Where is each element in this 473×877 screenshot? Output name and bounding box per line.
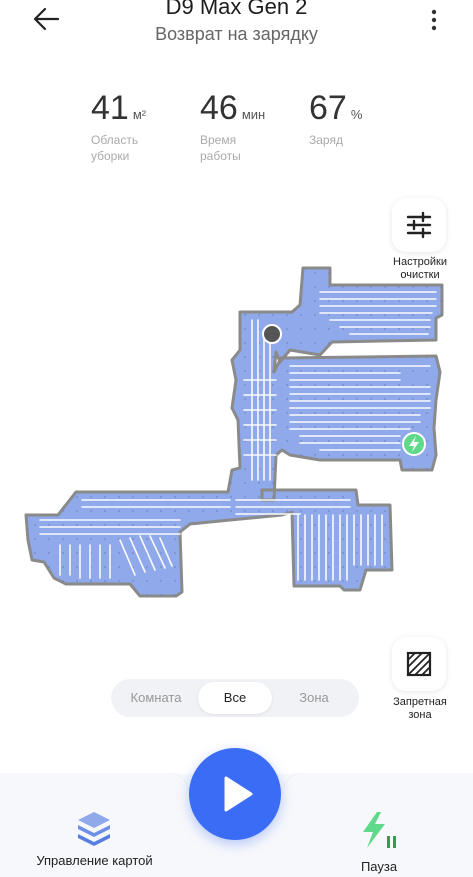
pause-label: Пауза xyxy=(360,859,398,874)
stat-area-label: Область уборки xyxy=(91,133,139,163)
no-go-zone-button[interactable] xyxy=(392,637,446,691)
robot-position-icon xyxy=(262,324,282,344)
play-icon xyxy=(224,776,253,812)
stat-charge-unit: % xyxy=(350,107,363,122)
cleaning-settings-button[interactable] xyxy=(392,198,446,252)
more-vertical-icon xyxy=(431,9,437,31)
lightning-pause-icon xyxy=(363,812,396,848)
start-cleaning-button[interactable] xyxy=(189,748,281,840)
stat-time-label: Время работы xyxy=(200,133,241,163)
mode-room-tab[interactable]: Комната xyxy=(130,690,182,705)
cleaning-map[interactable] xyxy=(0,250,473,610)
stat-charge-value: 67 xyxy=(309,89,347,127)
cleaning-settings-label: Настройки очистки xyxy=(393,256,447,281)
device-title: D9 Max Gen 2 xyxy=(165,0,308,19)
sliders-icon xyxy=(406,211,432,239)
map-canvas xyxy=(24,266,444,598)
stat-time-unit: мин xyxy=(241,107,266,122)
arrow-left-icon xyxy=(33,7,60,31)
mode-zone-tab[interactable]: Зона xyxy=(299,690,329,705)
no-go-zone-icon xyxy=(406,651,432,677)
pause-button[interactable]: Пауза xyxy=(343,808,415,874)
map-management-button[interactable]: Управление картой xyxy=(22,808,167,870)
map-management-label: Управление картой xyxy=(36,853,153,868)
stat-battery: 67% Заряд xyxy=(309,90,362,148)
more-menu-button[interactable] xyxy=(424,8,444,34)
layers-icon xyxy=(78,812,110,846)
no-go-zone-label: Запретная зона xyxy=(393,696,447,721)
stat-time-value: 46 xyxy=(200,89,238,127)
charging-dock-icon xyxy=(402,432,426,456)
stat-charge-label: Заряд xyxy=(309,133,343,147)
map-floor-area xyxy=(24,266,444,598)
cleaning-mode-selector: Комната Все Зона xyxy=(111,679,359,717)
device-status: Возврат на зарядку xyxy=(155,24,318,44)
mode-all-tab[interactable]: Все xyxy=(198,682,272,714)
cleaning-path xyxy=(39,291,437,581)
back-button[interactable] xyxy=(30,4,64,34)
stat-area-value: 41 xyxy=(91,89,129,127)
stat-area-unit: м² xyxy=(132,107,147,122)
